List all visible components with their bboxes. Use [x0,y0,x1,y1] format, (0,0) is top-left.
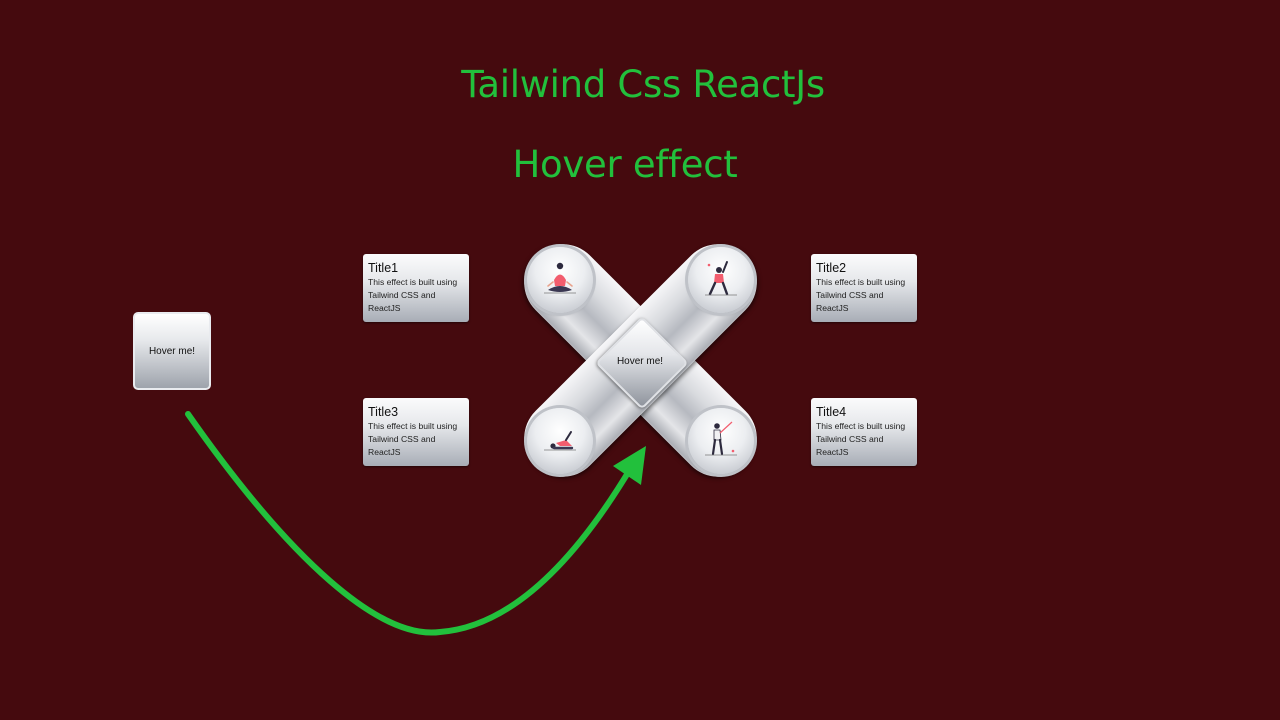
card-title: Title4 [816,405,847,419]
golfer-figure-icon[interactable] [688,408,754,474]
hover-me-label: Hover me! [616,355,664,367]
baseball-batter-figure-icon[interactable] [688,247,754,313]
card-title3: Title3 This effect is built using Tailwi… [363,398,469,466]
card-description: This effect is built using Tailwind CSS … [816,277,906,313]
card-description: This effect is built using Tailwind CSS … [368,421,458,457]
card-title4: Title4 This effect is built using Tailwi… [811,398,917,466]
card-title1: Title1 This effect is built using Tailwi… [363,254,469,322]
card-description: This effect is built using Tailwind CSS … [816,421,906,457]
x-hover-component: Hover me! [508,228,773,493]
meditation-figure-icon[interactable] [527,247,593,313]
card-title: Title1 [368,261,399,275]
card-description: This effect is built using Tailwind CSS … [368,277,458,313]
page-title: Tailwind Css ReactJs [461,63,825,106]
hover-me-button-active[interactable]: Hover me! [595,316,689,410]
card-title2: Title2 This effect is built using Tailwi… [811,254,917,322]
stretching-figure-icon[interactable] [527,408,593,474]
card-title: Title3 [368,405,399,419]
hover-me-button-idle[interactable]: Hover me! [133,312,211,390]
hover-me-label: Hover me! [148,345,196,357]
page-subtitle: Hover effect [512,143,738,186]
card-title: Title2 [816,261,847,275]
